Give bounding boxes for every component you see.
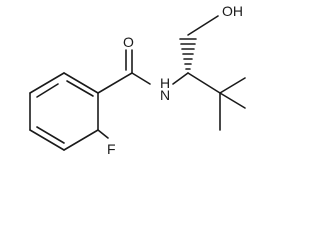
hydroxyl-label: OH bbox=[222, 3, 243, 19]
bond-n-cchiral bbox=[172, 72, 189, 85]
bond-ring-double-1 bbox=[66, 80, 94, 97]
bond-cquat-me1 bbox=[219, 77, 246, 94]
carbonyl-oxygen-label: O bbox=[123, 34, 134, 50]
bond-ring-double-2 bbox=[36, 126, 65, 144]
structure-diagram: F O N H OH bbox=[29, 3, 246, 157]
nitrogen-label: N bbox=[160, 87, 170, 103]
bond-c-f bbox=[97, 129, 109, 139]
bond-ring-3 bbox=[63, 129, 99, 151]
bond-cquat-me2 bbox=[219, 92, 246, 109]
bond-ring-double-3 bbox=[36, 83, 59, 98]
fluorine-label: F bbox=[107, 141, 116, 157]
hashed-wedge-bond bbox=[179, 38, 197, 70]
bond-c-n bbox=[131, 72, 151, 85]
bond-ring-1 bbox=[63, 72, 99, 94]
bond-ring-carbonyl bbox=[97, 72, 133, 94]
benzene-ring bbox=[29, 72, 99, 151]
bond-ring-6 bbox=[29, 72, 65, 94]
nitrogen-h-label: H bbox=[160, 75, 170, 91]
bond-ring-4 bbox=[29, 129, 65, 151]
bond-cchiral-cquat bbox=[187, 72, 221, 94]
bond-ch2-o bbox=[187, 15, 219, 36]
